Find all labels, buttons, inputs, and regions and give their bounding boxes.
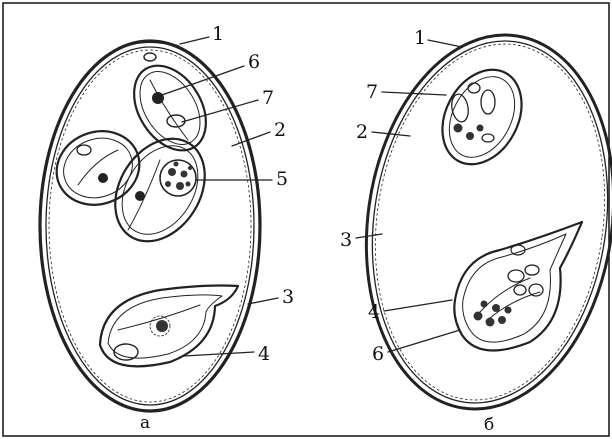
panel-a-outer-membrane (40, 41, 260, 411)
label-4: 4 (258, 343, 270, 365)
panel-b-caption: б (484, 415, 494, 435)
label-7: 7 (262, 87, 274, 109)
label-3-b: 3 (340, 229, 352, 251)
label-1-b: 1 (414, 27, 426, 49)
panel-a-sporocyst-left (46, 120, 150, 216)
label-2-b: 2 (356, 121, 368, 143)
label-1: 1 (212, 23, 224, 45)
label-5: 5 (276, 168, 288, 190)
panel-a-caption: a (140, 413, 150, 433)
label-6: 6 (248, 51, 260, 73)
label-3: 3 (282, 286, 294, 308)
label-7-b: 7 (366, 81, 378, 103)
label-4-b: 4 (368, 301, 380, 323)
label-6-b: 6 (372, 343, 384, 365)
panel-b-sporocyst-top (427, 56, 538, 178)
panel-a: 1 6 7 2 5 3 4 a (40, 23, 294, 433)
panel-b: 1 7 2 3 4 6 б (340, 19, 612, 435)
panel-b-sporocyst-bottom (454, 222, 582, 351)
panel-a-residual-body (160, 160, 196, 196)
label-2: 2 (274, 119, 286, 141)
